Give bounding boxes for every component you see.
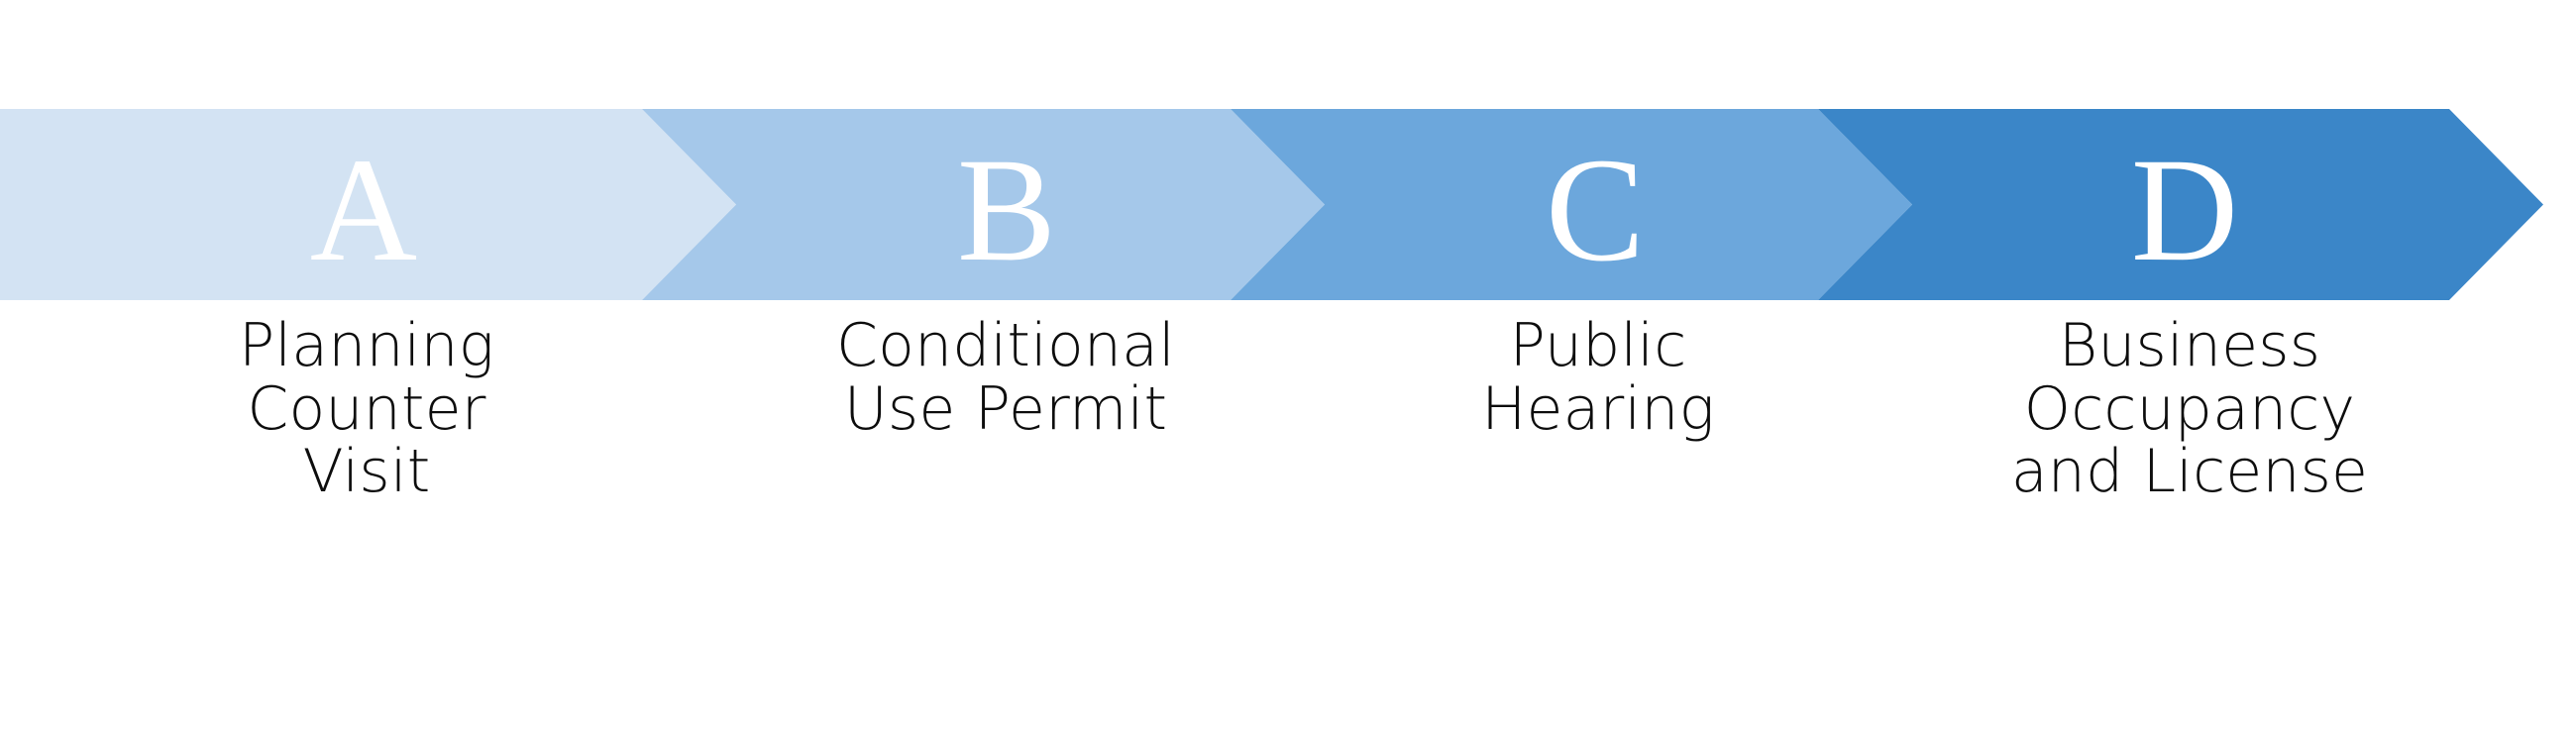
step-labels-row: Planning Counter Visit Conditional Use P…	[0, 311, 2576, 735]
step-label-a: Planning Counter Visit	[239, 311, 494, 507]
step-label-d: Business Occupancy and License	[2010, 311, 2369, 507]
chevron-shape-b[interactable]	[642, 109, 1325, 300]
step-letter-c: C	[1546, 128, 1645, 292]
step-letter-d: D	[2131, 128, 2238, 292]
chevron-band-svg: A B C D	[0, 109, 2543, 300]
chevron-process-band: A B C D	[0, 109, 2576, 300]
chevron-shape-d[interactable]	[1818, 109, 2543, 300]
chevron-shape-c[interactable]	[1231, 109, 1912, 300]
chevron-shape-a[interactable]	[0, 109, 736, 300]
step-letter-a: A	[310, 128, 417, 292]
step-label-b: Conditional Use Permit	[836, 311, 1175, 444]
step-letter-b: B	[957, 128, 1056, 292]
step-label-c: Public Hearing	[1481, 311, 1715, 444]
